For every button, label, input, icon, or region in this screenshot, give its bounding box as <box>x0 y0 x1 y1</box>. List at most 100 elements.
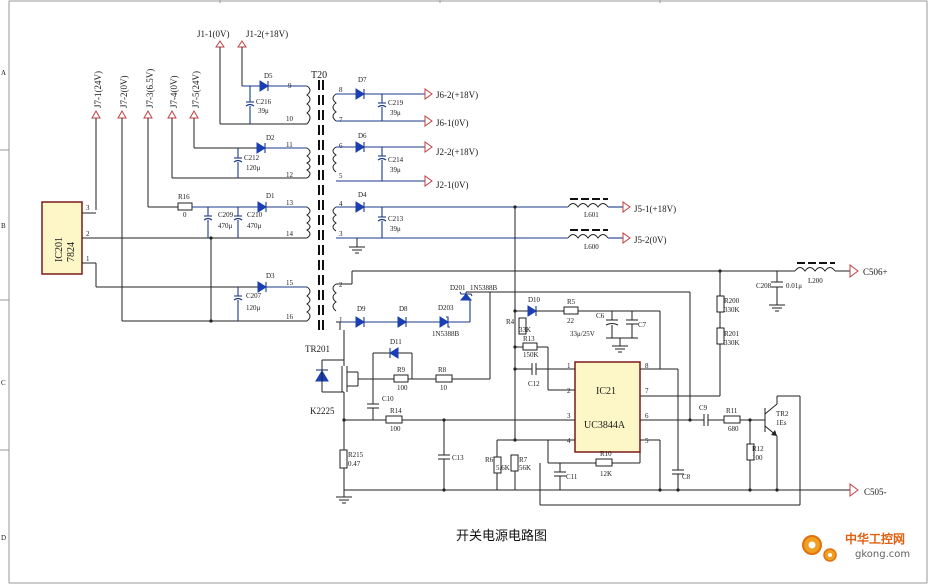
diode-d201-label: D201 <box>450 284 466 292</box>
ic21-part: UC3844A <box>584 420 626 431</box>
port-j2-2: J2-2(+18V) <box>424 141 478 157</box>
port-c505-label: C505- <box>864 487 887 497</box>
port-j7-4: J7-4(0V) <box>167 76 307 179</box>
cap-c209-value: 470μ <box>218 222 233 230</box>
port-j7-1: J7-1(24V) <box>91 71 103 210</box>
diode-d203 <box>439 316 449 328</box>
cap-c6-label: C6 <box>596 312 605 320</box>
resistor-r16-label: R16 <box>178 193 190 201</box>
resistor-r10 <box>595 458 613 467</box>
cap-c212-label: C212 <box>244 154 260 162</box>
resistor-r8-value: 10 <box>440 384 448 392</box>
cap-c216-label: C216 <box>256 98 272 106</box>
resistor-r4 <box>518 317 527 335</box>
t20-pin-12: 12 <box>286 171 294 179</box>
ic201-pin-3: 3 <box>86 204 90 212</box>
port-c505-minus: C505- <box>849 483 887 497</box>
t20-pin-2: 2 <box>339 281 343 289</box>
inductor-l601-label: L601 <box>584 211 599 219</box>
t20-pin-5: 5 <box>339 172 343 180</box>
tr2-ref: TR2 <box>776 410 789 418</box>
diode-d203-zener: 1N5388B <box>432 330 460 338</box>
diode-d11-label: D11 <box>390 338 402 346</box>
resistor-r201 <box>716 327 725 345</box>
transformer-t20: T20 8 7 6 5 4 3 2 1 <box>306 70 343 330</box>
diode-d4-label: D4 <box>358 191 367 199</box>
tr2-part: 1Es <box>776 419 787 427</box>
diode-d2-label: D2 <box>266 134 275 142</box>
resistor-r12-label: R12 <box>752 445 764 453</box>
frame-row-a: A <box>1 69 6 77</box>
resistor-r5-label: R5 <box>567 298 576 306</box>
ic21-pin-1: 1 <box>567 362 571 370</box>
transistor-tr201: TR201 K2225 <box>305 330 359 450</box>
t20-pin-13: 13 <box>286 199 294 207</box>
resistor-r6-value: 5.6K <box>496 464 510 472</box>
port-j1-2-label: J1-2(+18V) <box>246 29 288 39</box>
frame-row-b: B <box>1 222 6 230</box>
resistor-r16 <box>177 202 193 211</box>
diode-d3-label: D3 <box>266 272 275 280</box>
diode-d8 <box>397 316 407 328</box>
cap-c210-label: C210 <box>247 211 263 219</box>
port-j7-4-label: J7-4(0V) <box>169 76 179 109</box>
ic21-ref: IC21 <box>596 386 616 397</box>
resistor-r215 <box>339 449 348 469</box>
port-j7-1-label: J7-1(24V) <box>93 71 103 108</box>
cap-c213-value: 39μ <box>390 225 401 233</box>
diode-d201 <box>459 293 473 301</box>
resistor-r5-value: 22 <box>567 317 575 325</box>
resistor-r4-value: 33K <box>519 326 531 334</box>
watermark-sub: gkong.com <box>855 549 910 560</box>
port-j1-1-label: J1-1(0V) <box>197 29 230 39</box>
ic201-pin-2: 2 <box>86 230 90 238</box>
t20-pin-11: 11 <box>286 141 293 149</box>
ic201-regulator: IC201 7824 3 2 1 <box>41 201 90 275</box>
port-j2-1-label: J2-1(0V) <box>436 180 469 190</box>
resistor-r9 <box>393 374 409 383</box>
ic21-pin-2: 2 <box>567 387 571 395</box>
t20-pin-8: 8 <box>339 86 343 94</box>
diode-d7 <box>355 88 365 100</box>
inductor-l200: L200 <box>794 262 836 285</box>
figure-caption: 开关电源电路图 <box>456 528 547 544</box>
port-j6-1-label: J6-1(0V) <box>436 118 469 128</box>
resistor-r7-label: R7 <box>519 456 528 464</box>
diode-d201-zener: 1N5388B <box>470 284 498 292</box>
ic201-ref: IC201 <box>54 237 65 262</box>
diode-d9-label: D9 <box>357 305 366 313</box>
diode-d7-label: D7 <box>358 76 367 84</box>
diode-d9 <box>355 316 365 328</box>
diode-d5-label: D5 <box>264 72 273 80</box>
diode-d4 <box>355 201 365 213</box>
diode-d2 <box>256 142 266 154</box>
cap-c11-label: C11 <box>566 473 578 481</box>
resistor-r200-value: 330K <box>724 306 740 314</box>
resistor-r200-label: R200 <box>724 297 740 305</box>
resistor-r8-label: R8 <box>438 366 447 374</box>
ic21-pin-8: 8 <box>645 362 649 370</box>
t20-pin-3: 3 <box>339 230 343 238</box>
port-j7-2-label: J7-2(0V) <box>119 76 129 109</box>
resistor-r12-value: 100 <box>752 454 763 462</box>
cap-c213-label: C213 <box>388 215 404 223</box>
cap-c13-label: C13 <box>452 454 464 462</box>
ic21-pin-5: 5 <box>645 437 649 445</box>
port-j7-3-label: J7-3(6.5V) <box>145 69 155 108</box>
cap-c9-label: C9 <box>699 404 708 412</box>
cap-c207-value: 120μ <box>246 304 261 312</box>
resistor-r13 <box>522 342 538 351</box>
resistor-r14 <box>385 415 403 424</box>
port-j2-1: J2-1(0V) <box>424 175 469 190</box>
diode-d3 <box>257 281 267 293</box>
resistor-r200 <box>716 295 725 313</box>
inductor-l600: L600 <box>567 229 609 251</box>
inductor-l601: L601 <box>567 198 609 219</box>
ic21-pin-4: 4 <box>567 437 571 445</box>
resistor-r14-value: 100 <box>390 425 401 433</box>
t20-pin-14: 14 <box>286 230 294 238</box>
resistor-r10-value: 12K <box>600 470 612 478</box>
cap-c6-value: 33μ/25V <box>570 330 595 338</box>
port-j6-2: J6-2(+18V) <box>424 88 478 100</box>
diode-d1-label: D1 <box>266 192 275 200</box>
